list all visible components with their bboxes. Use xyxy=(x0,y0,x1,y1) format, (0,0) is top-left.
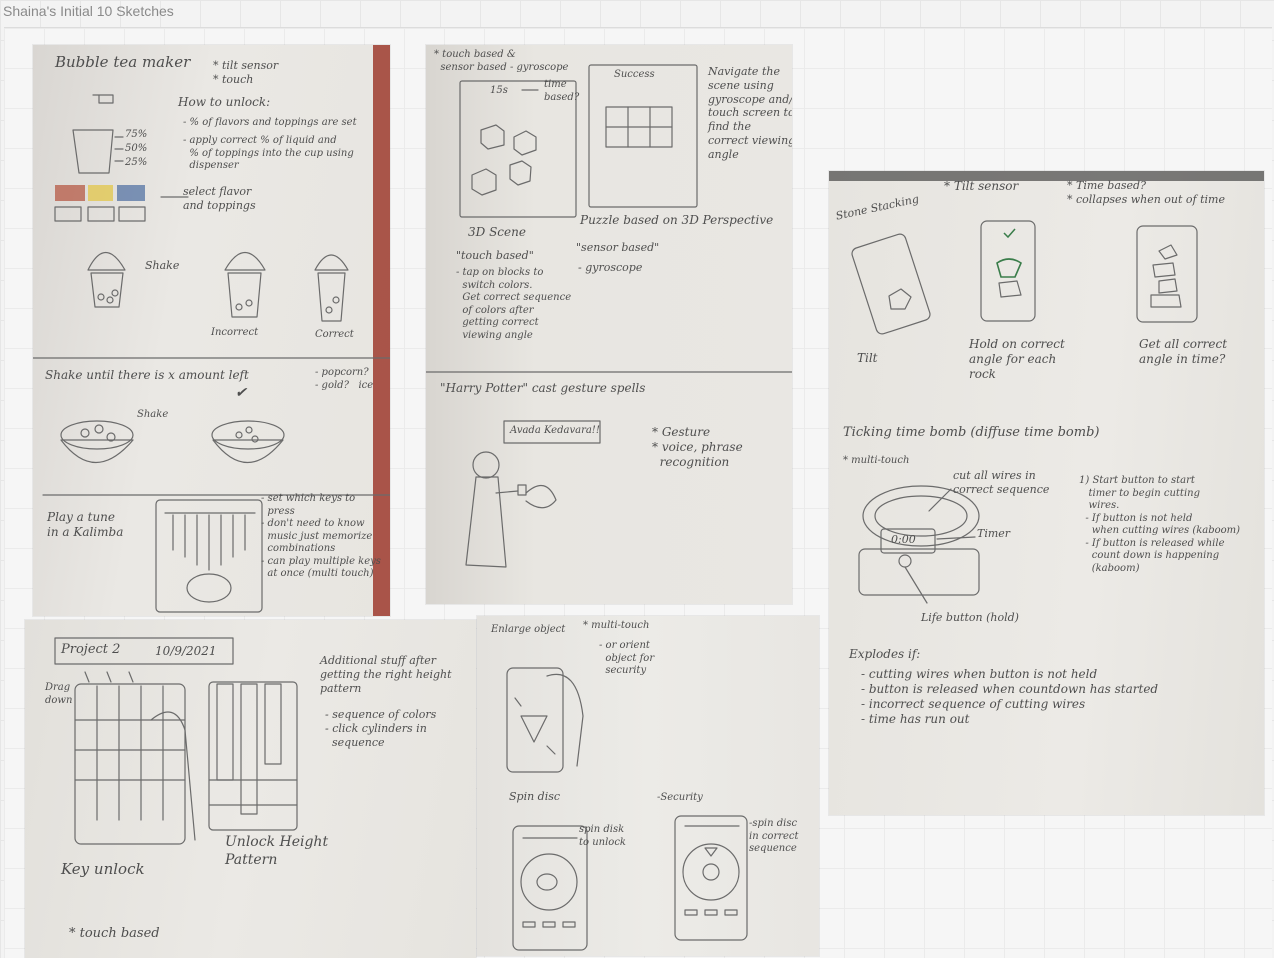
sketch-drawing xyxy=(829,171,1264,604)
shake-game-shake: Shake xyxy=(137,409,169,420)
sketch-drawing xyxy=(426,64,792,568)
explodes-title: Explodes if: xyxy=(849,647,921,661)
multi-touch-label: * multi-touch xyxy=(843,455,910,466)
touch-based-label: "touch based" xyxy=(456,249,534,262)
kalimba-notes: - set which keys to press - don't need t… xyxy=(261,493,381,579)
explodes-list: - cutting wires when button is not held … xyxy=(861,667,1159,726)
get-all-label: Get all correct angle in time? xyxy=(1139,337,1228,366)
additional-list: - sequence of colors - click cylinders i… xyxy=(325,708,437,749)
time-bomb-title: Ticking time bomb (diffuse time bomb) xyxy=(843,425,1100,440)
shake-game-title: Shake until there is x amount left xyxy=(45,368,249,382)
scene-3d-label: 3D Scene xyxy=(468,225,526,239)
success-label: Success xyxy=(614,69,655,80)
project-label: Project 2 xyxy=(61,642,121,657)
unlock-rule-2: - apply correct % of liquid and % of top… xyxy=(183,135,354,171)
sketch-drawing xyxy=(33,45,390,616)
incorrect-label: Incorrect xyxy=(211,327,259,338)
shake-label: Shake xyxy=(145,259,180,272)
unlock-rule-1: - % of flavors and toppings are set xyxy=(183,117,357,128)
cut-wires-label: cut all wires in correct sequence xyxy=(953,469,1050,496)
time-based-note: time based? xyxy=(544,79,580,103)
sketch-photo-key-unlock[interactable]: Project 2 10/9/2021 Drag down Additional… xyxy=(25,620,476,958)
sketch-drawing xyxy=(506,667,748,951)
gesture-notes: * Gesture * voice, phrase recognition xyxy=(652,425,743,469)
select-flavor: select flavor and toppings xyxy=(183,185,256,212)
enlarge-label: Enlarge object xyxy=(491,624,566,635)
key-unlock-label: Key unlock xyxy=(61,860,145,878)
navigate-notes: Navigate the scene using gyroscope and/o… xyxy=(708,65,792,161)
tilt-sensor-label: * Tilt sensor xyxy=(944,179,1019,193)
hold-label: Hold on correct angle for each rock xyxy=(969,337,1065,381)
tilt-label: Tilt xyxy=(857,351,878,365)
frame-title[interactable]: Shaina's Initial 10 Sketches xyxy=(3,3,174,19)
sketch-photo-3d-scene[interactable]: * touch based & sensor based - gyroscope… xyxy=(426,45,792,604)
touch-based-label: * touch based xyxy=(69,926,160,941)
sketch-photo-time-bomb[interactable]: Stone Stacking * Tilt sensor * Time base… xyxy=(829,171,1264,815)
security-label: -Security xyxy=(657,792,703,803)
check-mark: ✔ xyxy=(235,385,247,401)
multi-touch-label: * multi-touch xyxy=(583,620,650,631)
orient-notes: - or orient object for security xyxy=(599,640,655,676)
sketch-photo-spin-disc[interactable]: Enlarge object * multi-touch - or orient… xyxy=(477,616,819,956)
spin-disc-label: Spin disc xyxy=(509,790,561,803)
drag-down-label: Drag down xyxy=(45,682,73,706)
level-25: 25% xyxy=(125,157,148,168)
how-to-unlock: How to unlock: xyxy=(178,95,271,109)
level-75: 75% xyxy=(125,129,148,140)
puzzle-label: Puzzle based on 3D Perspective xyxy=(580,213,774,227)
timer-display: 0:00 xyxy=(891,533,916,546)
correct-label: Correct xyxy=(315,329,354,340)
spell-speech: Avada Kedavara!! xyxy=(510,425,600,436)
kalimba-title: Play a tune in a Kalimba xyxy=(47,510,124,539)
shake-game-options: - popcorn? - gold? ice xyxy=(315,367,374,391)
time-based-notes: * Time based? * collapses when out of ti… xyxy=(1067,179,1225,206)
harry-potter-title: "Harry Potter" cast gesture spells xyxy=(440,381,646,395)
level-50: 50% xyxy=(125,143,148,154)
spin-sequence-label: -spin disc in correct sequence xyxy=(749,818,799,854)
start-button-notes: 1) Start button to start timer to begin … xyxy=(1079,475,1241,574)
touch-based-notes: - tap on blocks to switch colors. Get co… xyxy=(456,267,572,341)
life-button-label: Life button (hold) xyxy=(921,611,1019,624)
sensor-header: * touch based & sensor based - gyroscope xyxy=(434,49,569,73)
sketch-drawing xyxy=(54,637,298,845)
sketch-photo-bubble-tea[interactable]: Bubble tea maker * tilt sensor * touch H… xyxy=(33,45,390,616)
timer-label: Timer xyxy=(977,527,1011,540)
project-date: 10/9/2021 xyxy=(155,644,217,658)
bubble-tea-title: Bubble tea maker xyxy=(55,53,191,71)
sensor-based-label: "sensor based" xyxy=(576,241,660,254)
bubble-tea-sensors: * tilt sensor * touch xyxy=(213,59,279,86)
additional-notes: Additional stuff after getting the right… xyxy=(320,654,452,695)
unlock-height-label: Unlock Height Pattern xyxy=(225,834,329,868)
sensor-based-notes: - gyroscope xyxy=(578,261,643,274)
spin-unlock-label: spin disk to unlock xyxy=(579,824,626,848)
timer-15s: 15s xyxy=(490,85,508,96)
